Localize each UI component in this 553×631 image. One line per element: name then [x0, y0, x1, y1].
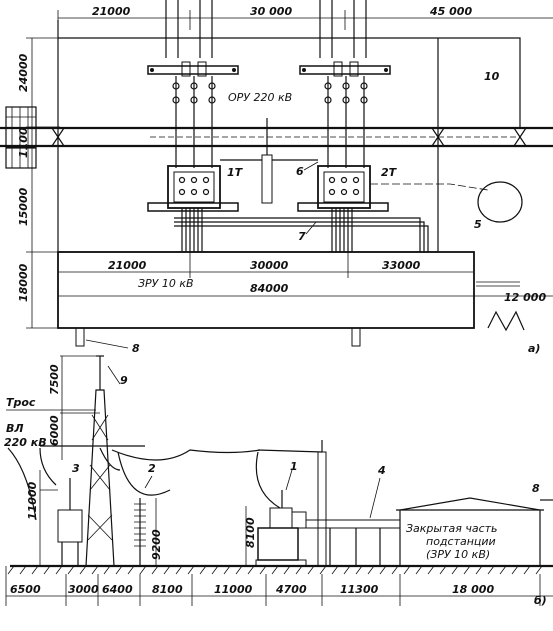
top-dim-2: 30 000 [250, 5, 292, 18]
label-2T: 2Т [381, 166, 398, 179]
tank-5 [477, 181, 523, 223]
label-6: 6 [296, 165, 304, 178]
zru-dim-2: 30000 [250, 259, 289, 272]
plan-view: 21000 30 000 45 000 24000 1100 15000 180… [0, 0, 553, 355]
label-2: 2 [148, 462, 156, 475]
dim-9200: 9200 [150, 529, 163, 560]
zru-dim-1: 21000 [108, 259, 147, 272]
left-dim-3: 15000 [17, 187, 30, 226]
top-dim-3: 45 000 [429, 5, 472, 18]
building-text-2: подстанции [426, 535, 496, 548]
label-9: 9 [120, 374, 128, 387]
bottom-dim-5: 11000 [214, 583, 253, 596]
bay-2 [297, 0, 391, 252]
label-a: а) [528, 342, 540, 355]
label-tros: Трос [6, 396, 36, 409]
transformer-1 [255, 490, 307, 567]
label-7: 7 [298, 230, 306, 243]
disconnector-3 [57, 478, 83, 566]
right-dim: 12 000 [504, 291, 546, 304]
ground-hatch [7, 565, 543, 575]
label-b: б) [534, 594, 547, 607]
label-5: 5 [474, 218, 482, 231]
bus-duct-4 [305, 519, 401, 566]
zru-building-plan [57, 251, 475, 329]
building-text-3: (ЗРУ 10 кВ) [426, 548, 490, 561]
label-1T: 1Т [227, 166, 244, 179]
dim-7500: 7500 [48, 364, 61, 395]
building-text-1: Закрытая часть [406, 522, 498, 535]
road-hatch [5, 106, 37, 169]
dim-6000: 6000 [48, 415, 61, 446]
top-dim-1: 21000 [92, 5, 131, 18]
label-oru: ОРУ 220 кВ [228, 91, 292, 104]
label-1: 1 [290, 460, 298, 473]
label-4: 4 [377, 464, 386, 477]
label-vl: ВЛ [6, 422, 24, 435]
label-8-plan: 8 [132, 342, 140, 355]
bottom-dim-4: 8100 [152, 583, 183, 596]
left-dim-1: 24000 [17, 53, 30, 92]
bottom-dim-3: 6400 [102, 583, 133, 596]
label-zru: ЗРУ 10 кВ [138, 277, 194, 290]
label-3: 3 [72, 462, 80, 475]
bottom-dim-7: 11300 [340, 583, 379, 596]
left-dim-4: 18000 [17, 263, 30, 302]
dim-11000: 11000 [26, 481, 39, 520]
zru-building [396, 497, 544, 566]
bottom-dim-2: 3000 [68, 583, 99, 596]
bottom-dim-6: 4700 [275, 583, 307, 596]
label-8-section: 8 [532, 482, 540, 495]
dim-8100: 8100 [244, 517, 257, 548]
label-vl-kv: 220 кВ [4, 436, 47, 449]
bay-1 [147, 0, 239, 252]
arrester-2 [134, 498, 146, 566]
bottom-dim-1: 6500 [10, 583, 41, 596]
bottom-dim-8: 18 000 [452, 583, 494, 596]
total-dim: 84000 [250, 282, 289, 295]
label-10: 10 [484, 70, 500, 83]
zru-dim-3: 33000 [382, 259, 421, 272]
section-view: 7500 6000 9 Трос ВЛ 220 кВ 11000 3 [4, 355, 553, 607]
